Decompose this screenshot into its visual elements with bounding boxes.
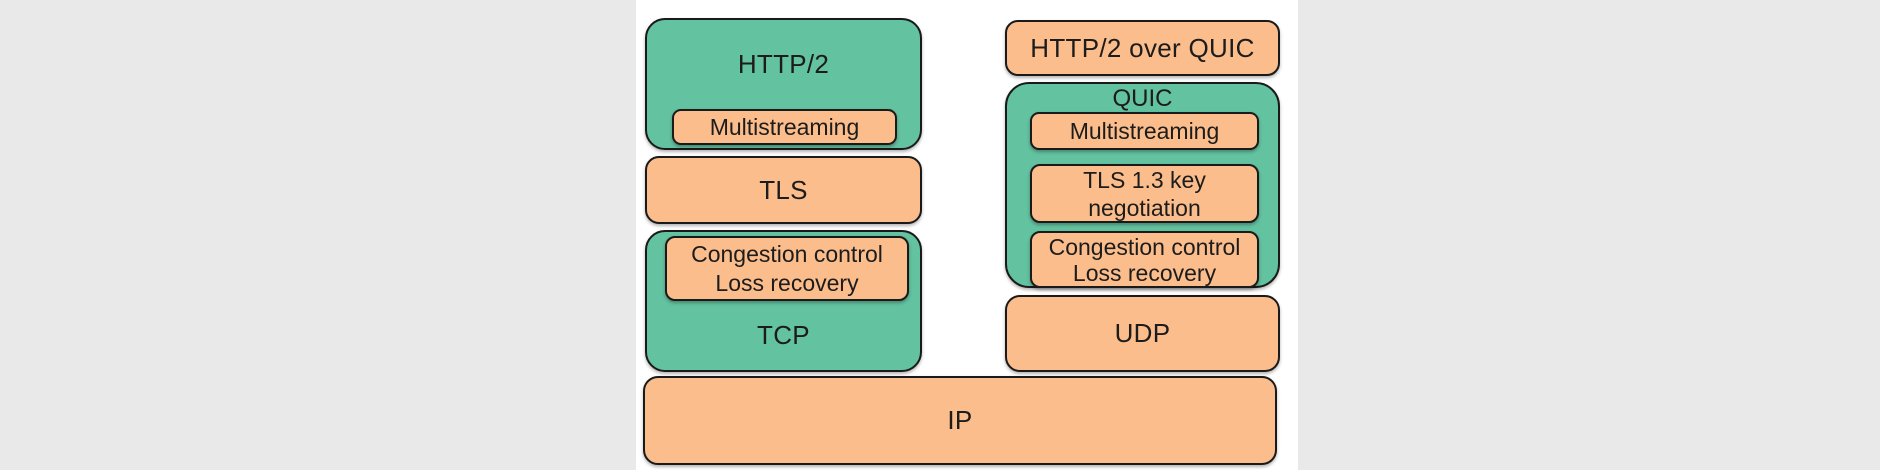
ip-layer-box: IP [643, 376, 1277, 465]
http2-over-quic-layer-box: HTTP/2 over QUIC [1005, 20, 1280, 76]
quic-tls13-line2: negotiation [1088, 194, 1201, 221]
quic-congestion-line2: Loss recovery [1072, 259, 1217, 286]
tcp-congestion-line2: Loss recovery [715, 269, 859, 296]
http2-layer-box: HTTP/2 Multistreaming [645, 18, 922, 150]
tcp-label: TCP [757, 320, 810, 350]
tcp-congestion-box: Congestion control Loss recovery [665, 236, 909, 301]
http2-label: HTTP/2 [737, 49, 830, 79]
quic-congestion-box: Congestion control Loss recovery [1030, 231, 1259, 288]
quic-multistreaming-box: Multistreaming [1030, 112, 1259, 150]
diagram-canvas: HTTP/2 Multistreaming TLS Congestion con… [636, 0, 1298, 470]
tls-layer-box: TLS [645, 156, 922, 224]
tcp-congestion-line1: Congestion control [691, 240, 883, 267]
udp-layer-box: UDP [1005, 295, 1280, 372]
quic-tls13-line1: TLS 1.3 key [1083, 166, 1206, 193]
tcp-layer-box: Congestion control Loss recovery TCP [645, 230, 922, 372]
quic-congestion-line1: Congestion control [1048, 233, 1241, 260]
quic-tls13-box: TLS 1.3 key negotiation [1030, 164, 1259, 223]
http2-multistreaming-box: Multistreaming [672, 109, 897, 145]
quic-layer-box: QUIC Multistreaming TLS 1.3 key negotiat… [1005, 82, 1280, 288]
quic-label: QUIC [1112, 85, 1173, 112]
